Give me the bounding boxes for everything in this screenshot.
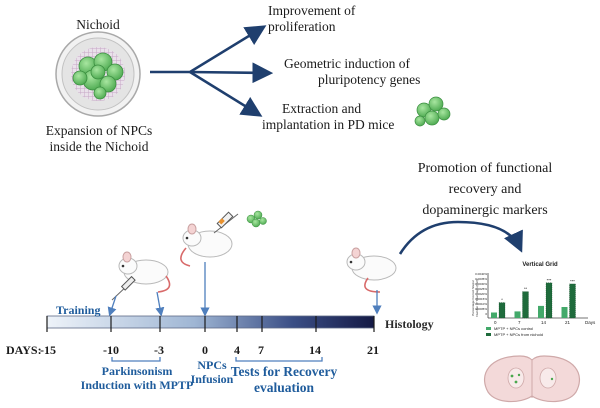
curved-arrow [398,220,523,255]
day-tick-0: 0 [202,343,208,357]
outcome-pluripotency-line2: pluripotency genes [318,72,421,87]
xunit-label: Days [585,320,596,325]
xtick-0: 0 [494,320,497,325]
mouse-histology [346,247,397,293]
ytick-label: 0.0035% [475,277,487,281]
legend-control: MPTP + NPCs control [494,326,534,331]
ytick-label: 0.0025% [475,287,487,291]
outcome-extraction: Extraction and implantation in PD mice [262,101,442,133]
days-label: DAYS: [6,343,42,357]
day-tick--3: -3 [154,343,164,357]
legend-nichoid: MPTP + NPCs from nichoid [494,332,543,337]
significance-mark: *** [547,277,552,282]
bar-nichoid-day-7 [522,291,529,319]
outcome-proliferation-line2: proliferation [268,19,336,34]
npcs-infusion-label: NPCs Infusion [186,358,238,386]
nichoid-title: Nichoid [76,17,120,32]
tests-line1: Tests for Recovery [230,364,338,379]
significance-mark: ** [524,286,528,291]
xtick-21: 21 [565,320,571,325]
ytick-label: 0.0010% [475,302,487,306]
bar-control-day-21 [561,307,568,318]
bar-control-day-0 [491,312,497,318]
parkinsonism-bracket [111,357,161,362]
mini-chart: ********* [486,273,588,336]
nichoid-caption-line1: Expansion of NPCs [45,123,153,138]
outcome-extraction-line1: Extraction and [282,101,362,116]
bar-nichoid-day-14 [545,282,553,319]
nichoid-caption-line2: inside the Nichoid [49,139,149,154]
ytick-label: 0.0005% [475,307,487,311]
cell-cluster [72,52,124,100]
tests-line2: evaluation [253,380,314,395]
ytick-label: 0.0040% [475,272,487,276]
ytick-label: 0.0015% [475,297,487,301]
parkinsonism-line2: Induction with MPTP [80,378,194,392]
mini-chart-title: Vertical Grid [522,262,558,268]
day-tick-14: 14 [309,343,321,357]
nichoid-caption: Expansion of NPCs inside the Nichoid [34,123,164,155]
legend-swatch-control [486,327,491,330]
day-tick-4: 4 [234,343,240,357]
outcome-arrows [150,25,274,117]
day-tick-21: 21 [367,343,379,357]
significance-mark: * [501,297,503,302]
ytick-label: 0.0030% [475,282,487,286]
timeline-ticks [46,316,375,332]
parkinsonism-line1: Parkinsonism [101,364,173,378]
bar-control-day-7 [514,311,521,318]
promotion-line2: recovery and [448,182,522,197]
day-tick-7: 7 [258,343,264,357]
histology-label: Histology [385,317,434,331]
bar-control-day-14 [538,305,544,318]
outcome-pluripotency-line1: Geometric induction of [284,56,410,71]
day-tick--10: -10 [103,343,119,357]
mini-chart-yticks: 0.0040% 0.0035% 0.0030% 0.0025% 0.0020% … [472,272,487,317]
timeline-pointer-arrows [107,262,382,317]
outcome-proliferation: Improvement of proliferation [268,3,468,35]
promotion-line1: Promotion of functional [417,161,553,176]
brain-section-icon [483,355,581,403]
mini-chart-bars: ********* [491,277,576,319]
tests-bracket [235,357,323,362]
bar-nichoid-day-21 [569,283,576,319]
mouse-infusion [180,210,267,267]
bar-nichoid-day-0 [498,302,506,319]
significance-mark: *** [570,278,575,283]
outcome-proliferation-line1: Improvement of [268,3,356,18]
day-tick--15: -15 [40,343,56,357]
promotion-line3: dopaminergic markers [422,203,548,218]
training-label: Training [56,303,101,317]
outcome-extraction-line2: implantation in PD mice [262,117,395,132]
parkinsonism-label: Parkinsonism Induction with MPTP [74,364,200,392]
promotion-text: Promotion of functional recovery and dop… [390,158,580,221]
npcs-line1: NPCs [197,358,227,372]
implant-cells [414,96,451,127]
outcome-pluripotency: Geometric induction of pluripotency gene… [284,56,504,88]
npcs-line2: Infusion [190,372,234,386]
nichoid-dish [55,31,141,117]
timeline-bar [46,315,375,329]
xtick-7: 7 [518,320,521,325]
syringe-icon [213,211,239,234]
xtick-14: 14 [541,320,547,325]
mouse-mptp [111,251,171,301]
injected-cells [246,210,267,228]
ytick-label: 0 [485,312,487,316]
tests-label: Tests for Recovery evaluation [226,364,342,396]
legend-swatch-nichoid [486,333,491,336]
ytick-label: 0.0020% [475,292,487,296]
